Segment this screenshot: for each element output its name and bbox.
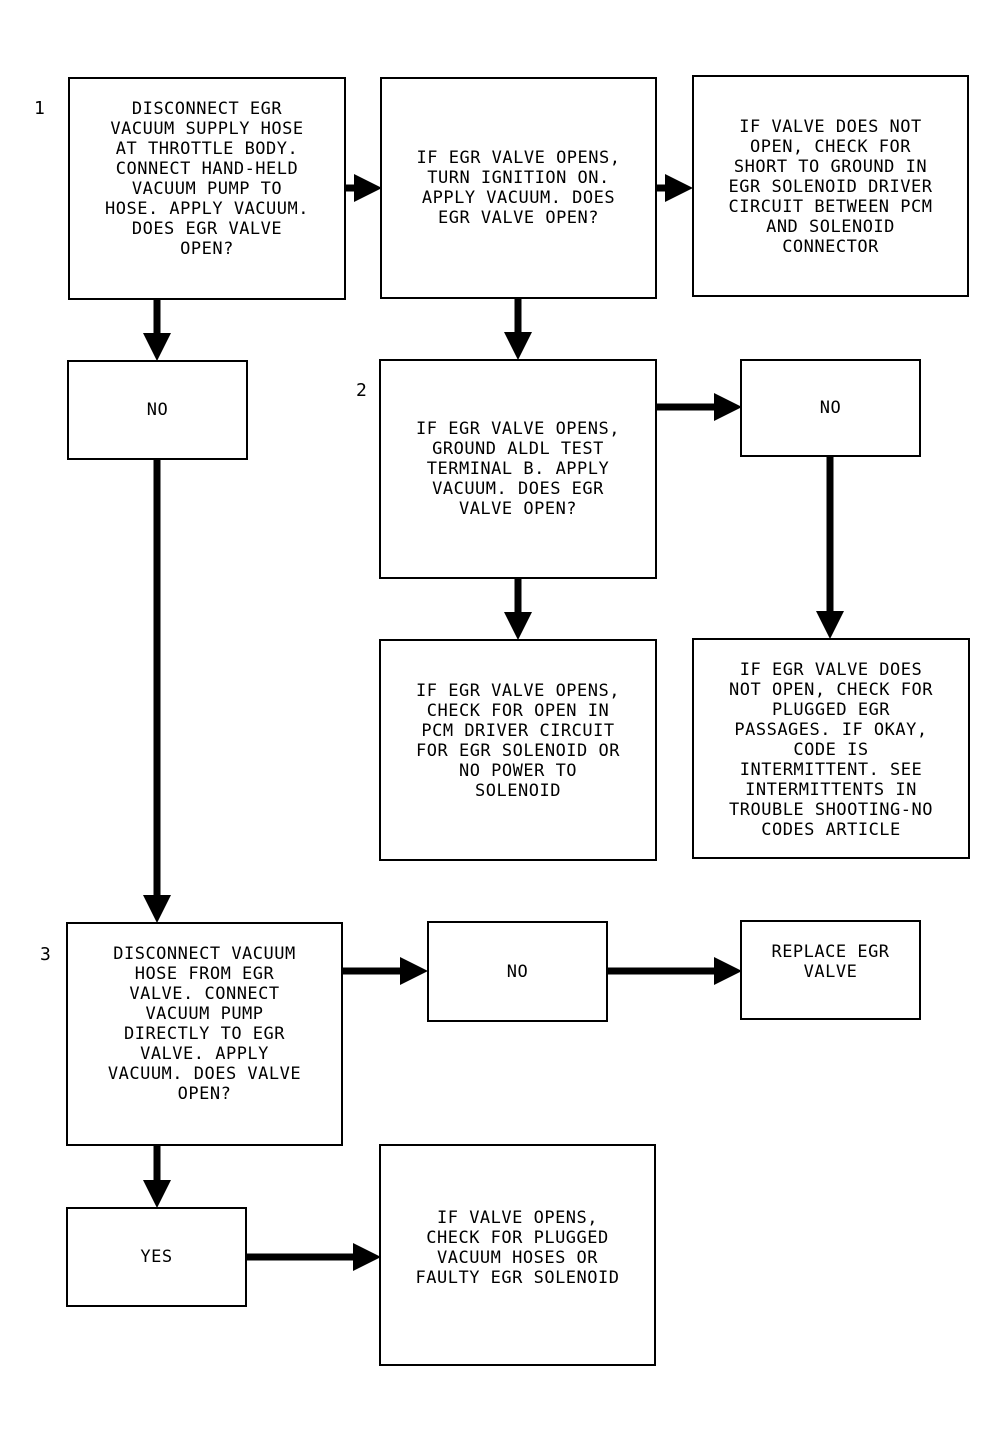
box-disconnect-vacuum-hose: DISCONNECT VACUUM HOSE FROM EGR VALVE. C… (66, 922, 343, 1146)
box-ground-aldl-terminal: IF EGR VALVE OPENS, GROUND ALDL TEST TER… (379, 359, 657, 579)
box-check-open-pcm-driver: IF EGR VALVE OPENS, CHECK FOR OPEN IN PC… (379, 639, 657, 861)
step-number-2: 2 (356, 380, 367, 401)
box-yes-1: YES (66, 1207, 247, 1307)
box-disconnect-egr-supply-hose: DISCONNECT EGR VACUUM SUPPLY HOSE AT THR… (68, 77, 346, 300)
box-no-3: NO (427, 921, 608, 1022)
box-no-2: NO (740, 359, 921, 457)
step-number-3: 3 (40, 944, 51, 965)
box-check-plugged-egr-passages: IF EGR VALVE DOES NOT OPEN, CHECK FOR PL… (692, 638, 970, 859)
step-number-1: 1 (34, 98, 45, 119)
box-no-1: NO (67, 360, 248, 460)
box-check-short-to-ground: IF VALVE DOES NOT OPEN, CHECK FOR SHORT … (692, 75, 969, 297)
box-replace-egr-valve: REPLACE EGR VALVE (740, 920, 921, 1020)
box-turn-ignition-on: IF EGR VALVE OPENS, TURN IGNITION ON. AP… (380, 77, 657, 299)
box-check-plugged-vacuum-hoses: IF VALVE OPENS, CHECK FOR PLUGGED VACUUM… (379, 1144, 656, 1366)
